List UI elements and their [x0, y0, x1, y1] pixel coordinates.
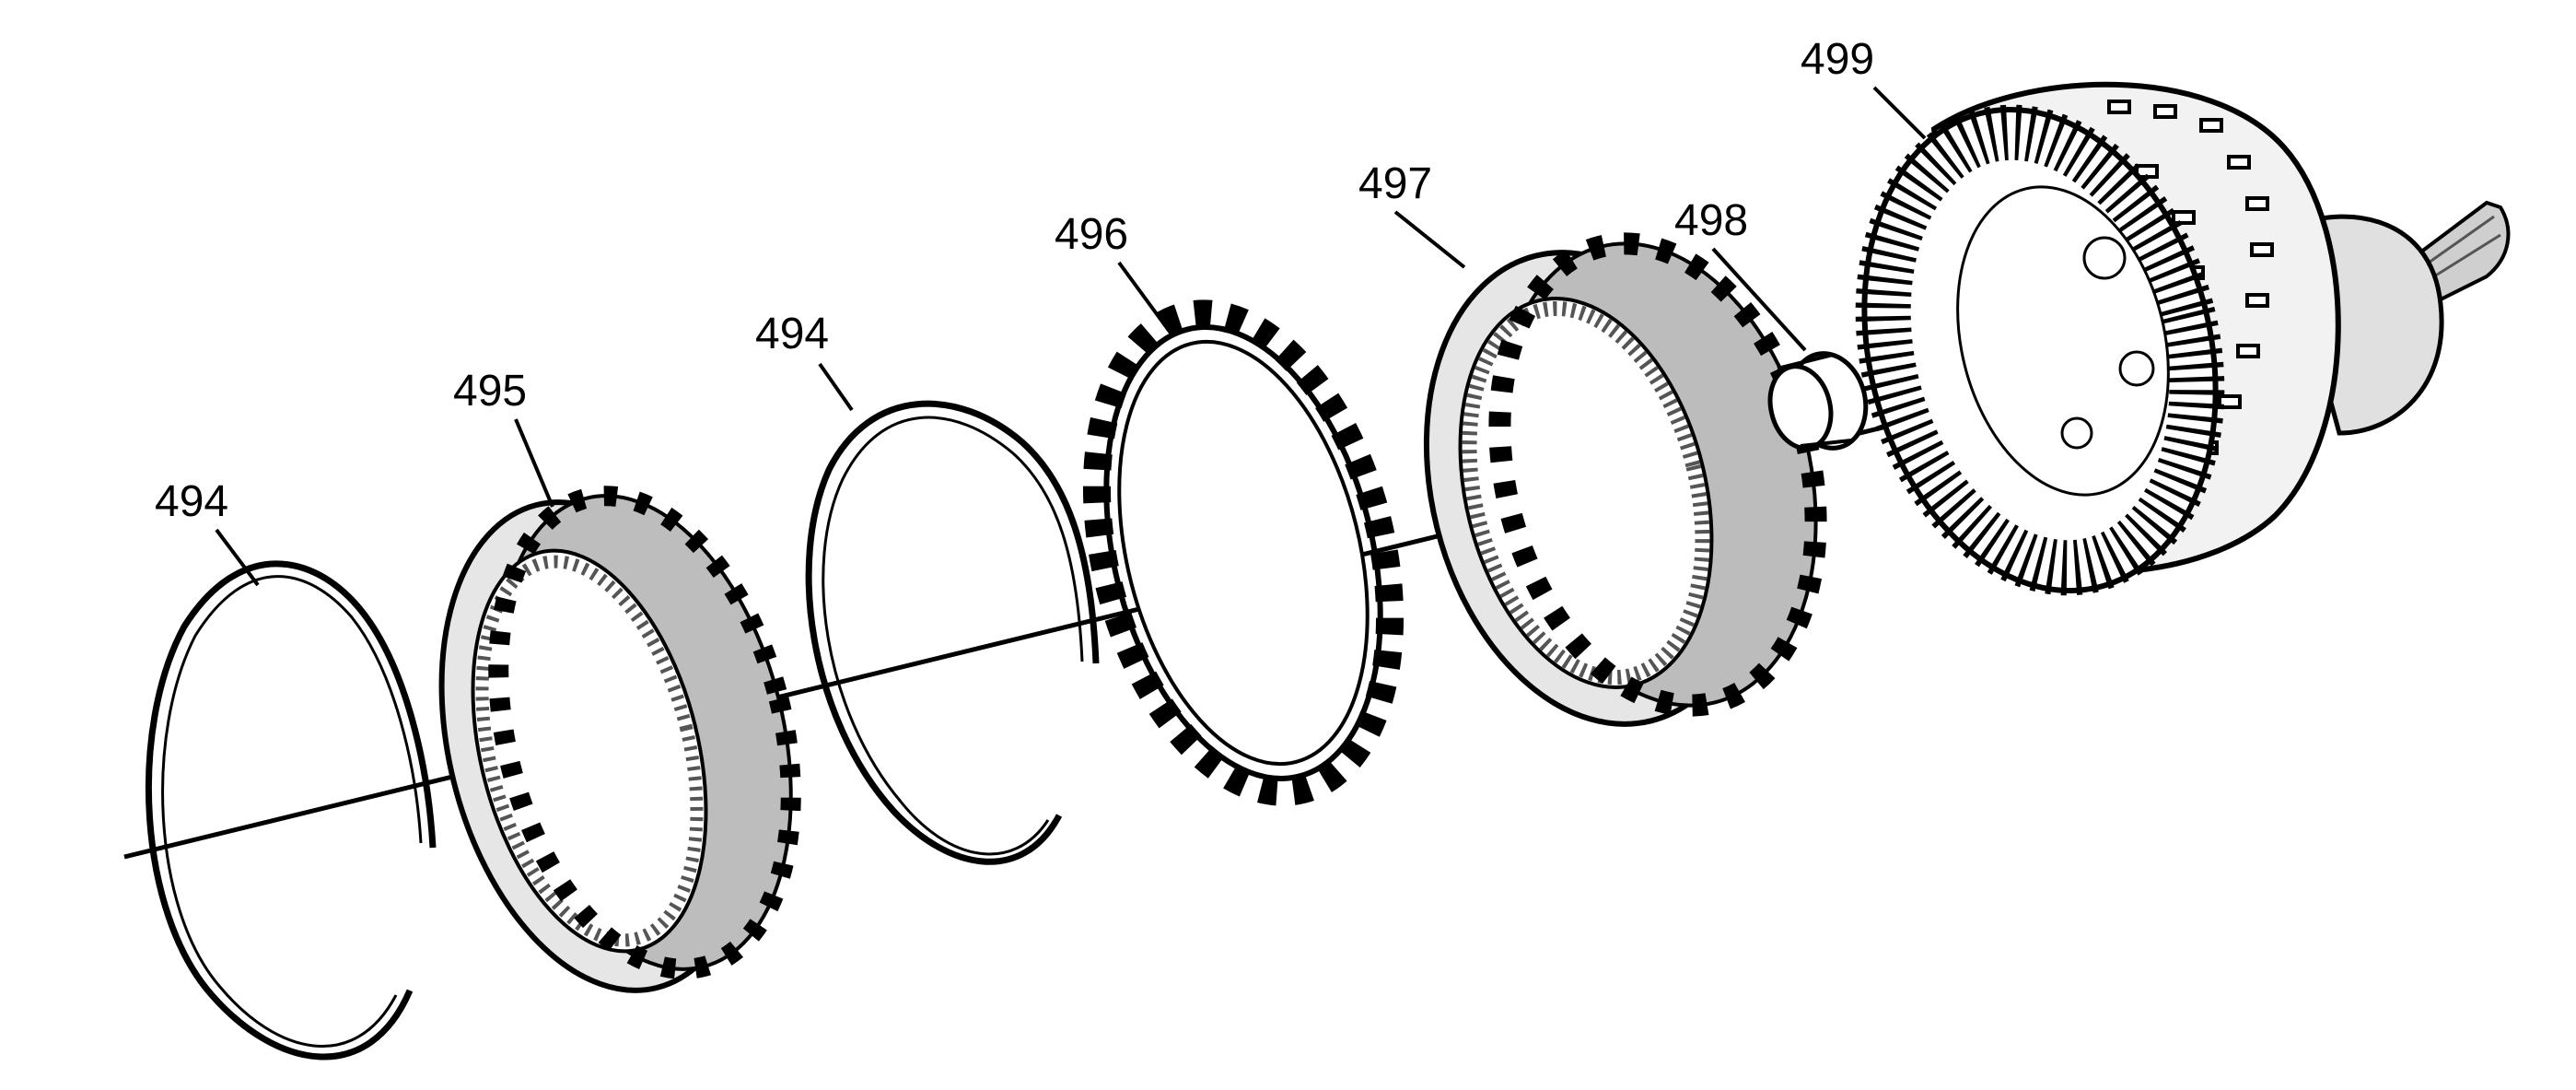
leader-498: [1711, 247, 1807, 352]
callout-497: 497: [1358, 159, 1432, 208]
callout-496: 496: [1055, 210, 1128, 259]
callout-498: 498: [1674, 196, 1748, 245]
leader-lines: [215, 86, 1927, 587]
part-496-toothed-plate: [1082, 299, 1405, 806]
part-495-ring: [438, 486, 801, 993]
leader-496: [1117, 261, 1171, 334]
callout-499: 499: [1801, 35, 1874, 84]
part-499-housing: [1855, 81, 2511, 596]
part-494-snap-ring-left: [146, 560, 437, 1061]
leader-494-mid: [818, 362, 854, 412]
callout-494-left: 494: [155, 477, 228, 526]
leader-497: [1393, 210, 1466, 269]
part-498-bushing: [1767, 351, 1869, 451]
leader-494-left: [215, 528, 260, 587]
leader-495: [514, 418, 554, 508]
part-494-snap-ring-mid: [805, 400, 1100, 865]
callout-495: 495: [453, 367, 527, 416]
callout-494-mid: 494: [755, 310, 829, 358]
leader-499: [1872, 86, 1927, 140]
part-497-drum-ring: [1423, 232, 1827, 727]
